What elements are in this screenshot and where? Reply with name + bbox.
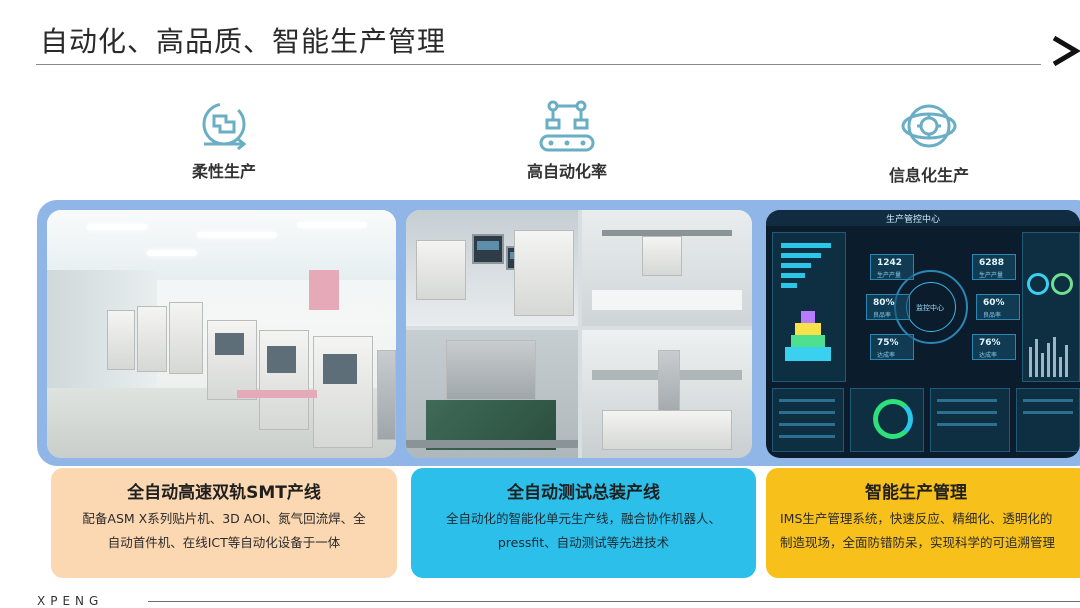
feature-information-production: 信息化生产 [859, 98, 999, 186]
card-title: 全自动测试总装产线 [507, 483, 660, 503]
xpeng-brand-logo: XPENG [37, 594, 104, 608]
feature-label: 信息化生产 [888, 166, 969, 185]
card-line: 全自动化的智能化单元生产线，融合协作机器人、 [445, 511, 721, 526]
smart-management-card: 智能生产管理 IMS生产管理系统，快速反应、精细化、透明化的 制造现场，全面防错… [766, 468, 1080, 578]
flexible-production-icon [202, 102, 247, 151]
feature-label: 高自动化率 [526, 162, 607, 181]
automation-robot-arm-icon [539, 100, 595, 152]
stat-card: 60%良品率 [976, 294, 1020, 320]
dashboard-table-panel [772, 388, 844, 452]
feature-label: 柔性生产 [191, 162, 256, 181]
xpeng-arrow-logo-icon [1052, 35, 1080, 67]
dashboard-right-panel [1022, 232, 1080, 382]
smt-line-card: 全自动高速双轨SMT产线 配备ASM X系列贴片机、3D AOI、氮气回流焊、全… [51, 468, 397, 578]
card-title: 全自动高速双轨SMT产线 [127, 483, 321, 503]
slide-title: 自动化、高品质、智能生产管理 [40, 25, 447, 58]
dashboard-center-label: 监控中心 [916, 304, 944, 312]
feature-flexible-production: 柔性生产 [154, 98, 294, 182]
feature-high-automation: 高自动化率 [497, 98, 637, 182]
card-title: 智能生产管理 [865, 483, 967, 503]
card-line: pressfit、自动测试等先进技术 [497, 535, 670, 550]
title-divider [36, 64, 1041, 65]
dashboard-extra-panel [1016, 388, 1080, 452]
dashboard-header: 生产管控中心 [886, 215, 941, 225]
dashboard-list-panel [930, 388, 1010, 452]
information-gear-globe-icon [901, 104, 957, 148]
smt-factory-photo [47, 210, 396, 458]
assembly-line-card: 全自动测试总装产线 全自动化的智能化单元生产线，融合协作机器人、 pressfi… [411, 468, 756, 578]
card-line: 制造现场，全面防错防呆，实现科学的可追溯管理 [780, 535, 1056, 550]
dashboard-left-panel [772, 232, 846, 382]
stat-card: 75%达成率 [870, 334, 914, 360]
assembly-line-photo-collage [406, 210, 752, 458]
card-line: IMS生产管理系统，快速反应、精细化、透明化的 [780, 511, 1053, 526]
card-line: 配备ASM X系列贴片机、3D AOI、氮气回流焊、全 [82, 511, 366, 526]
stat-card: 76%达成率 [972, 334, 1016, 360]
footer-divider [148, 601, 1080, 602]
card-line: 自动首件机、在线ICT等自动化设备于一体 [107, 535, 341, 550]
stat-card: 80%良品率 [866, 294, 910, 320]
dashboard-gauge-panel [850, 388, 924, 452]
